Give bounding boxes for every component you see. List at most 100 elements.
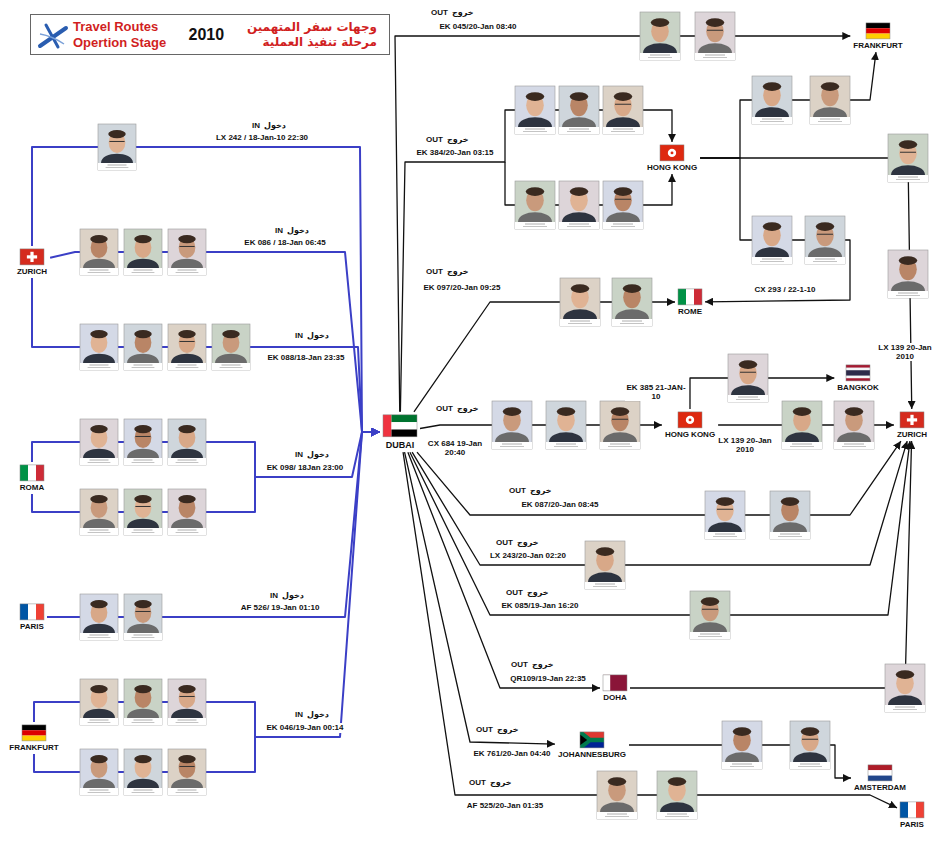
city-node: JOHANNESBURG (555, 729, 629, 761)
flight-label: EK 097/20-Jan 09:25 (423, 283, 502, 292)
direction-label: OUT (436, 404, 453, 414)
suspect-photo (98, 124, 136, 170)
hub-node: DUBAI (380, 412, 420, 452)
subtitle-text: Opertion Stage (73, 35, 167, 51)
city-node: ZURICH (14, 246, 50, 278)
flag-icon (660, 145, 684, 161)
suspect-photo (657, 771, 697, 819)
suspect-photo (168, 749, 206, 795)
flight-label: CX 684 19-Jan 20:40 (424, 439, 486, 457)
flight-label: EK 098/ 18Jan 23:00 (266, 463, 345, 472)
route-connector (630, 441, 912, 688)
flag-icon (20, 249, 44, 265)
suspect-photo (515, 181, 555, 229)
suspect-photo (805, 216, 845, 264)
flight-label: AF 526/ 19-Jan 01:10 (240, 603, 321, 612)
suspect-photo (124, 749, 162, 795)
route-connector (47, 432, 380, 617)
suspect-photo (728, 354, 768, 402)
suspect-photo (492, 401, 532, 449)
direction-arabic: خروج (457, 404, 478, 414)
flag-icon (678, 289, 702, 305)
city-node: FRANKFURT (6, 722, 61, 754)
suspect-photo (885, 664, 925, 712)
suspect-photo (80, 419, 118, 465)
suspect-photo (124, 324, 162, 370)
direction-label: IN (295, 450, 303, 460)
branch-lines (32, 162, 672, 772)
suspect-photo (80, 229, 118, 275)
flight-label: EK 088/18-Jan 23:35 (267, 353, 346, 362)
city-name: DOHA (603, 693, 627, 702)
flight-label: EK 046/19-Jan 00:14 (266, 723, 345, 732)
suspect-photo (80, 489, 118, 535)
suspect-photo (559, 181, 599, 229)
direction-arabic: خروج (490, 778, 511, 788)
suspect-photo (888, 134, 928, 182)
route-connector (700, 52, 876, 158)
route-connector (408, 452, 600, 688)
suspect-photo (80, 594, 118, 640)
flag-icon (678, 412, 702, 428)
suspect-photo (168, 324, 206, 370)
flight-label: EK 385 21-JAN-10 (625, 383, 687, 401)
flight-label: EK 384/20-Jan 03:15 (416, 148, 495, 157)
city-name: JOHANNESBURG (558, 750, 626, 759)
city-name: ZURICH (17, 267, 47, 276)
suspect-photo (560, 278, 600, 326)
city-name: FRANKFURT (853, 41, 902, 50)
suspect-photo (752, 216, 792, 264)
direction-label: OUT (506, 588, 523, 598)
title-box: Travel RoutesOpertion Stage2010وجهات سفر… (30, 14, 390, 55)
flag-icon (383, 415, 417, 437)
city-node: FRANKFURT (850, 20, 905, 52)
route-connector (700, 158, 850, 302)
suspect-photo (600, 401, 640, 449)
flag-icon (20, 465, 44, 481)
direction-label: IN (275, 226, 283, 236)
direction-arabic: دخول (307, 710, 329, 720)
city-node: AMSTERDAM (851, 762, 909, 794)
city-name: ROME (678, 307, 702, 316)
suspect-photo (585, 541, 625, 589)
city-node: PARIS (897, 799, 927, 831)
suspect-photo (80, 679, 118, 725)
flight-label: LX 242 / 18-Jan-10 22:30 (215, 133, 309, 142)
direction-label: IN (270, 591, 278, 601)
suspect-photo (752, 76, 792, 124)
city-name: ROMA (20, 483, 44, 492)
direction-arabic: خروج (447, 267, 468, 277)
city-name: HONG KONG (647, 163, 697, 172)
suspect-photo (603, 181, 643, 229)
direction-arabic: دخول (264, 121, 286, 131)
direction-arabic: دخول (287, 226, 309, 236)
route-connector (32, 147, 380, 432)
city-node: ZURICH (894, 409, 930, 441)
city-name: HONG KONG (665, 430, 715, 439)
route-connector (417, 441, 901, 515)
flag-icon (900, 412, 924, 428)
direction-label: OUT (469, 778, 486, 788)
direction-label: OUT (511, 660, 528, 670)
direction-label: IN (295, 331, 303, 341)
suspect-photo (124, 594, 162, 640)
city-node: PARIS (17, 601, 47, 633)
suspect-photo (782, 401, 822, 449)
suspect-photo (559, 86, 599, 134)
flag-icon (580, 732, 604, 748)
suspect-photo (612, 278, 652, 326)
route-connector (403, 452, 897, 808)
suspect-photo (640, 12, 680, 60)
flag-icon (866, 23, 890, 39)
suspect-photo (168, 489, 206, 535)
city-node: BANGKOK (834, 362, 881, 394)
suspect-photo (603, 86, 643, 134)
arabic-title: وجهات سفر المتهمين (247, 20, 377, 34)
city-node: DOHA (600, 672, 630, 704)
suspect-photo (834, 401, 874, 449)
flag-icon (22, 725, 46, 741)
city-node: HONG KONG (662, 409, 718, 441)
city-name: BANGKOK (837, 383, 878, 392)
flight-label: LX 139 20-Jan 2010 (714, 436, 776, 454)
